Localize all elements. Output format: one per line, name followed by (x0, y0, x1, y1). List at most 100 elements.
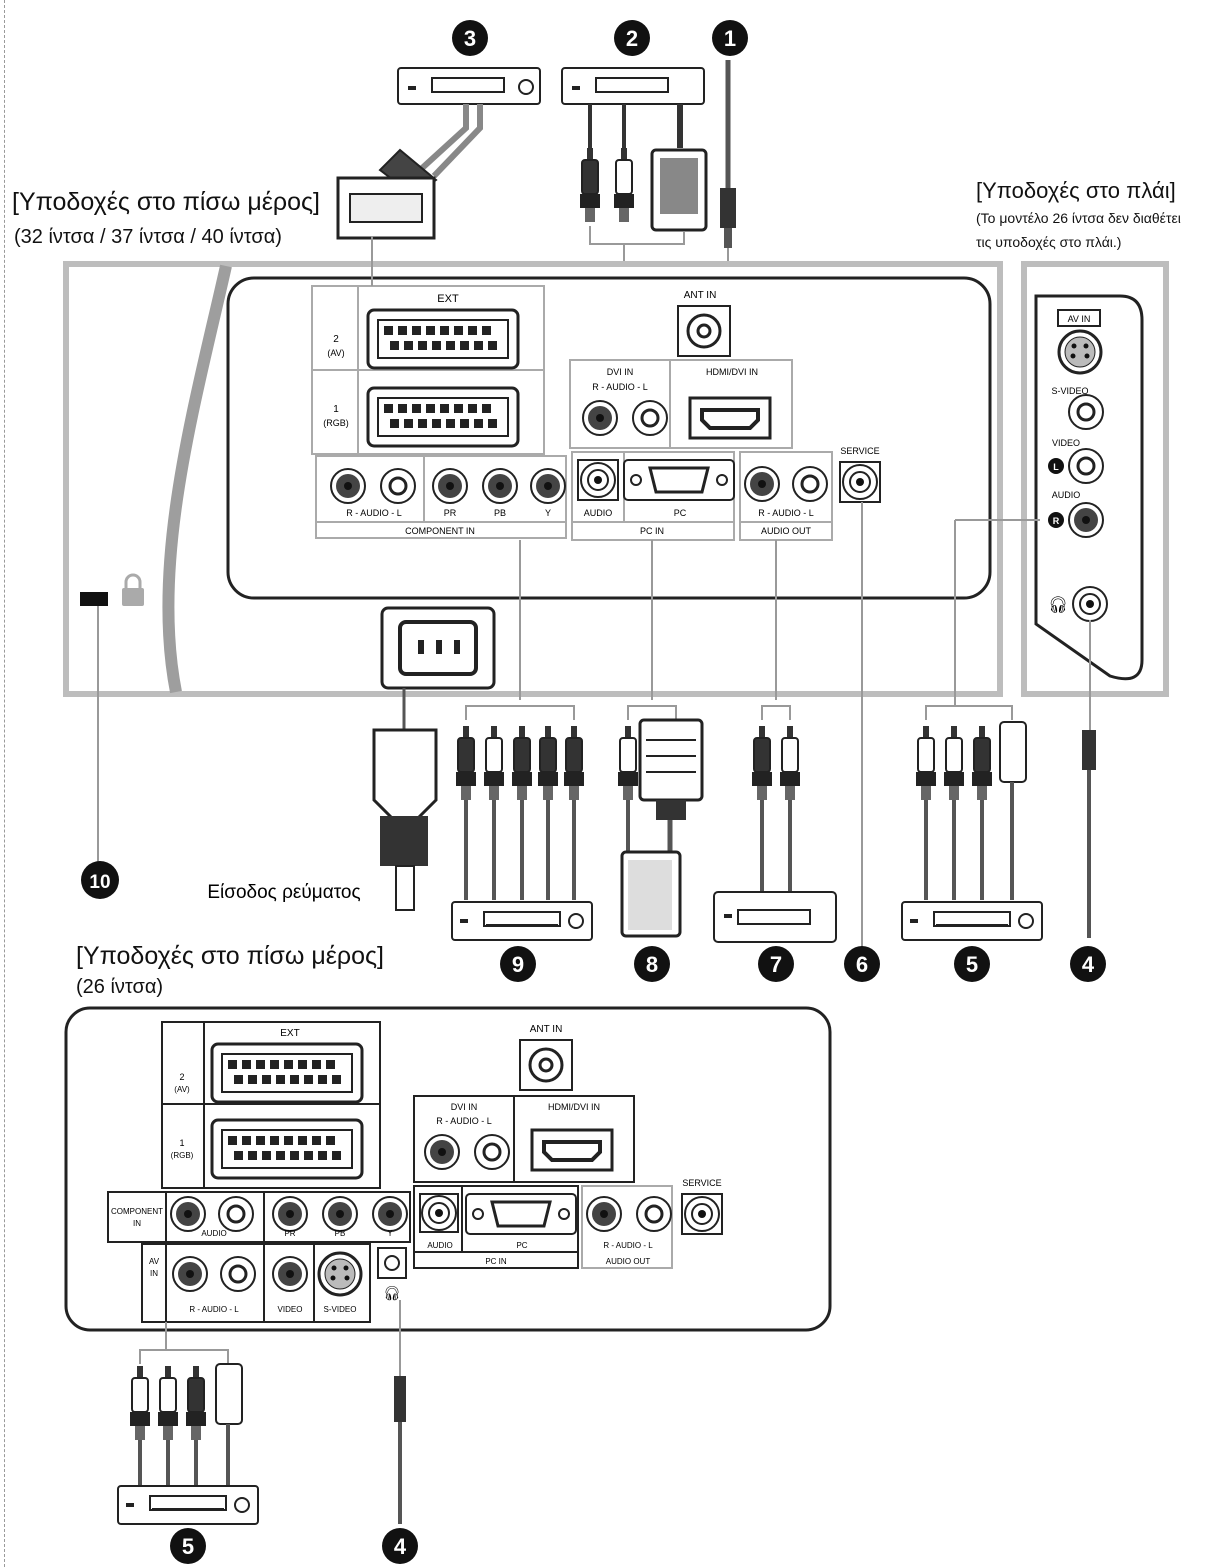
callout-9-label: 9 (512, 952, 524, 977)
side-audio-label: AUDIO (1052, 490, 1081, 500)
service-label: SERVICE (840, 446, 879, 456)
power-plug: Είσοδος ρεύματος (207, 688, 438, 911)
ext-label: EXT (437, 293, 459, 305)
ext-label-26: EXT (280, 1028, 299, 1039)
callout-6-label: 6 (856, 952, 868, 977)
ant-in-26: ANT IN (519, 1024, 573, 1091)
rear-panel-recess (226, 276, 992, 600)
audio-out-label-26: AUDIO OUT (606, 1257, 651, 1266)
dvi-hdmi-26: DVI IN R - AUDIO - L HDMI/DVI IN (413, 1095, 635, 1183)
callout-10-label: 10 (89, 872, 110, 893)
side-panel-body (1034, 294, 1144, 681)
dvi-hdmi-block: DVI IN R - AUDIO - L HDMI/DVI IN (569, 359, 793, 449)
component-audio-label: R - AUDIO - L (346, 508, 402, 518)
av-in-26: AV IN R - AUDIO - L VIDEO S-VIDEO 🎧︎ (141, 1243, 407, 1323)
scart-1-socket (366, 386, 520, 448)
callout-5-label: 5 (966, 952, 978, 977)
ext-block: EXT 2 (AV) 1 (RGB) (311, 285, 545, 455)
scart1-sub: (RGB) (323, 418, 349, 428)
kensington-lock (80, 573, 144, 606)
device-5-side-cables (901, 705, 1043, 941)
component-y-label-26: Y (387, 1229, 393, 1238)
side-video-label: VIDEO (1052, 438, 1080, 448)
device-7-amp (713, 705, 837, 943)
vga-port (622, 458, 736, 502)
av-svideo-label-26: S-VIDEO (324, 1305, 357, 1314)
pc-label: PC (674, 508, 687, 518)
callout-1-label: 1 (724, 26, 736, 51)
callout-7-label: 7 (770, 952, 782, 977)
hdmi-label-26: HDMI/DVI IN (548, 1102, 600, 1112)
service-26: SERVICE (681, 1178, 723, 1235)
scart2-sub: (AV) (327, 348, 344, 358)
rear-small-title: [Υποδοχές στο πίσω μέρος] (76, 942, 384, 970)
callout-2-label: 2 (626, 26, 638, 51)
component-pb-label-26: PB (335, 1229, 346, 1238)
callout-5: 5 (954, 946, 990, 982)
dvi-audio-label-26: R - AUDIO - L (436, 1116, 492, 1126)
component-pr-label: PR (444, 508, 457, 518)
pc-in-26: AUDIO PC PC IN (413, 1185, 579, 1269)
service-block: SERVICE (839, 446, 881, 503)
component-audio-label-26: AUDIO (201, 1229, 226, 1238)
component-in-block: R - AUDIO - L PR PB Y COMPONENT IN (315, 455, 567, 539)
headphone-icon: 🎧︎ (1048, 596, 1068, 614)
side-note-line1: (Το μοντέλο 26 ίντσα δεν διαθέτει (976, 210, 1181, 226)
ant-in-label-26: ANT IN (530, 1024, 563, 1035)
pc-in-label-26: PC IN (485, 1257, 507, 1266)
component-in-label-26-b: IN (133, 1219, 141, 1228)
audio-out-rl-label: R - AUDIO - L (758, 508, 814, 518)
callout-8-label: 8 (646, 952, 658, 977)
scart1-label-26: 1 (179, 1138, 184, 1148)
scart2-label: 2 (333, 334, 339, 345)
av-audio-label-26: R - AUDIO - L (189, 1305, 239, 1314)
component-pb-label: PB (494, 508, 506, 518)
audio-out-26: R - AUDIO - L AUDIO OUT (581, 1185, 673, 1269)
callout-4: 4 (1070, 946, 1106, 982)
headphone-cable-4 (1082, 730, 1096, 938)
av-in-label-26-a: AV (149, 1257, 160, 1266)
headphone-cable-4-26 (394, 1300, 406, 1524)
panel-curve (162, 264, 232, 694)
pc-in-label: PC IN (640, 526, 664, 536)
callout-10: 10 (81, 606, 119, 899)
callout-2: 2 (614, 20, 650, 56)
component-in-label-26-a: COMPONENT (111, 1207, 163, 1216)
scart1-sub-26: (RGB) (171, 1151, 194, 1160)
service-label-26: SERVICE (682, 1178, 721, 1188)
audio-out-rl-label-26: R - AUDIO - L (603, 1241, 653, 1250)
component-y-label: Y (545, 508, 551, 518)
av-in-label-26-b: IN (150, 1269, 158, 1278)
scart1-label: 1 (333, 404, 339, 415)
callout-8: 8 (634, 946, 670, 982)
component-in-26: COMPONENT IN AUDIO PR PB Y (107, 1191, 411, 1243)
callout-1: 1 (712, 20, 748, 56)
callout-4-label: 4 (1082, 952, 1095, 977)
pc-audio-label-26: AUDIO (427, 1241, 452, 1250)
side-l-label: L (1053, 462, 1059, 472)
scart2-sub-26: (AV) (174, 1085, 190, 1094)
callout-9: 9 (500, 946, 536, 982)
component-pr-label-26: PR (284, 1229, 295, 1238)
av-video-label-26: VIDEO (278, 1305, 303, 1314)
audio-out-label: AUDIO OUT (761, 526, 812, 536)
pc-in-block: AUDIO PC PC IN (571, 451, 736, 541)
rear-small-sizes: (26 ίντσα) (76, 976, 164, 998)
ext-block-26: EXT 2 (AV) 1 (RGB) (161, 1021, 381, 1189)
pc-audio-label: AUDIO (584, 508, 613, 518)
device-9-cables (451, 705, 593, 941)
dvi-audio-label: R - AUDIO - L (592, 382, 648, 392)
rear-big-sizes: (32 ίντσα / 37 ίντσα / 40 ίντσα) (14, 226, 282, 248)
callout-3: 3 (452, 20, 488, 56)
callout-5-26-label: 5 (182, 1534, 194, 1559)
hdmi-port (688, 396, 772, 440)
device-8-pc (617, 705, 704, 938)
callout-5-26: 5 (170, 1528, 206, 1564)
device-5-26-cables (117, 1322, 259, 1525)
callout-4-26: 4 (382, 1528, 418, 1564)
audio-out-block: R - AUDIO - L AUDIO OUT (739, 451, 833, 541)
pc-label-26: PC (516, 1241, 527, 1250)
side-av-in-label: AV IN (1068, 314, 1091, 324)
